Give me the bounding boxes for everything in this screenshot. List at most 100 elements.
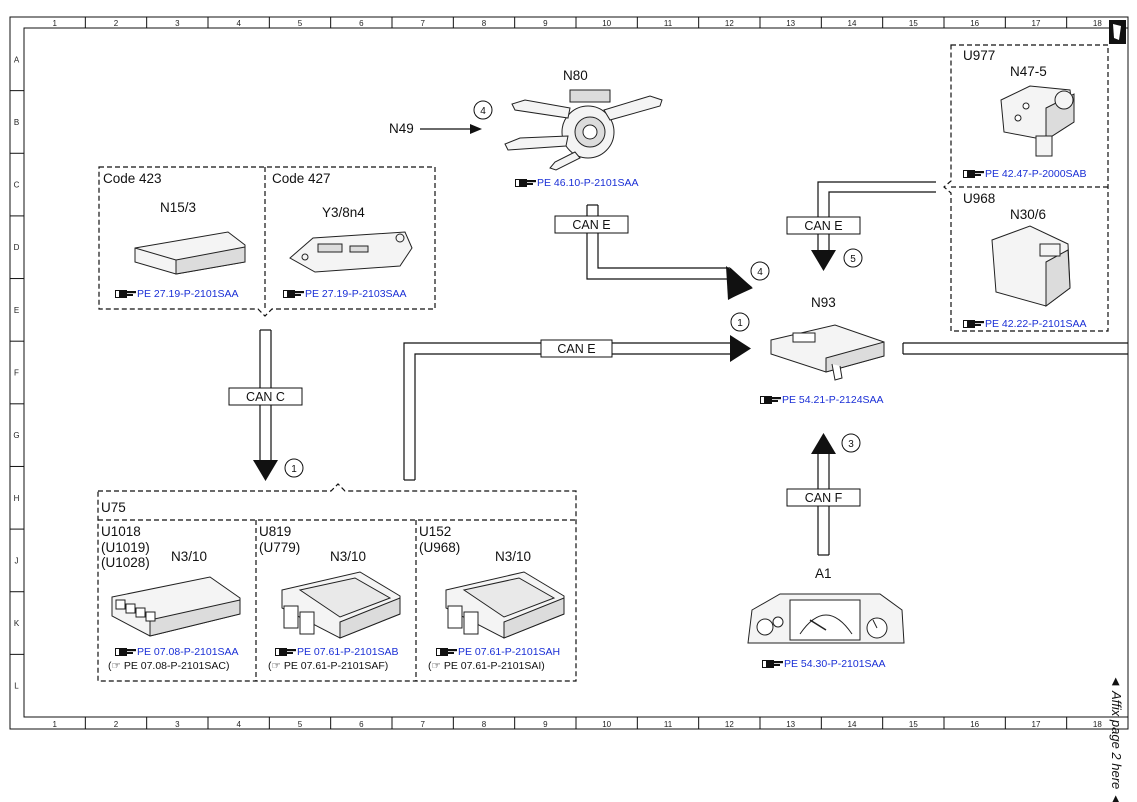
- grid-col-top-12: 12: [725, 19, 734, 28]
- pointing-hand-icon: [963, 170, 984, 178]
- pointing-hand-icon: [515, 179, 536, 187]
- u1019-title: (U1019): [101, 540, 150, 555]
- y3-8n4-label: Y3/8n4: [322, 205, 365, 220]
- svg-text:PE 46.10-P-2101SAA: PE 46.10-P-2101SAA: [537, 177, 639, 189]
- grid-col-bottom-13: 13: [786, 720, 795, 729]
- can-f-bus: CAN F 3: [786, 433, 861, 556]
- grid-col-bottom-3: 3: [175, 720, 180, 729]
- pointing-hand-icon: [760, 396, 781, 404]
- grid-col-bottom-8: 8: [482, 720, 487, 729]
- corner-logo-icon: [1109, 20, 1126, 44]
- can-e-mid-label: CAN E: [557, 342, 595, 356]
- code-423-title: Code 423: [103, 171, 162, 186]
- u152-title: U152: [419, 524, 451, 539]
- n3-10-module-1: [111, 576, 241, 637]
- grid-col-bottom-15: 15: [909, 720, 918, 729]
- grid-col-bottom-18: 18: [1093, 720, 1102, 729]
- n49-label: N49: [389, 121, 414, 136]
- ref-u1018[interactable]: PE 07.08-P-2101SAA: [115, 646, 239, 658]
- grid-col-bottom-14: 14: [848, 720, 857, 729]
- grid-row-K: K: [14, 619, 20, 628]
- svg-text:PE 54.21-P-2124SAA: PE 54.21-P-2124SAA: [782, 394, 884, 406]
- u1028-title: (U1028): [101, 555, 150, 570]
- n47-5-unit: [1000, 85, 1075, 157]
- code-423-427-group: Code 423 N15/3 PE 27.19-P-2101SAA Code 4…: [98, 166, 436, 317]
- svg-text:PE 27.19-P-2103SAA: PE 27.19-P-2103SAA: [305, 288, 407, 300]
- svg-text:PE 42.47-P-2000SAB: PE 42.47-P-2000SAB: [985, 168, 1087, 180]
- n30-6-unit: [991, 225, 1071, 307]
- grid-col-bottom-12: 12: [725, 720, 734, 729]
- marker-4-top: 4: [480, 106, 486, 117]
- ref-u819-alt: (☞ PE 07.61-P-2101SAF): [268, 660, 388, 672]
- grid-col-top-2: 2: [114, 19, 119, 28]
- grid-col-top-13: 13: [786, 19, 795, 28]
- ref-y3-8n4[interactable]: PE 27.19-P-2103SAA: [283, 288, 407, 300]
- ref-u152[interactable]: PE 07.61-P-2101SAH: [436, 646, 560, 658]
- pointing-hand-icon: [115, 648, 136, 656]
- ref-u152-alt: (☞ PE 07.61-P-2101SAI): [428, 660, 545, 672]
- grid-row-H: H: [14, 494, 20, 503]
- grid-col-bottom-10: 10: [602, 720, 611, 729]
- grid-col-top-3: 3: [175, 19, 180, 28]
- u779-title: (U779): [259, 540, 300, 555]
- n3-10-label-2: N3/10: [330, 549, 366, 564]
- can-e-mid-bus: CAN E 1: [403, 312, 751, 481]
- grid-col-bottom-9: 9: [543, 720, 548, 729]
- u75-title: U75: [101, 500, 126, 515]
- grid-col-top-17: 17: [1032, 19, 1041, 28]
- ref-n30-6[interactable]: PE 42.22-P-2101SAA: [963, 318, 1087, 330]
- ref-n47-5[interactable]: PE 42.47-P-2000SAB: [963, 168, 1087, 180]
- svg-text:PE 07.61-P-2101SAH: PE 07.61-P-2101SAH: [458, 646, 560, 658]
- grid-col-top-10: 10: [602, 19, 611, 28]
- y3-8n4-unit: [289, 231, 413, 273]
- pointing-hand-icon: [275, 648, 296, 656]
- ref-n93[interactable]: PE 54.21-P-2124SAA: [760, 394, 884, 406]
- grid-row-J: J: [15, 556, 19, 565]
- grid-col-bottom-5: 5: [298, 720, 303, 729]
- marker-1-mid: 1: [737, 318, 743, 329]
- a1-label: A1: [815, 566, 832, 581]
- u977-u968-group: U977 N47-5 PE 42.47-P-2000SAB U968 N30/6…: [943, 44, 1109, 332]
- u1018-title: U1018: [101, 524, 141, 539]
- can-e-right-label: CAN E: [804, 219, 842, 233]
- marker-1-left: 1: [291, 464, 297, 475]
- n80-label: N80: [563, 68, 588, 83]
- svg-text:PE 07.08-P-2101SAA: PE 07.08-P-2101SAA: [137, 646, 239, 658]
- grid-col-top-5: 5: [298, 19, 303, 28]
- n15-3-label: N15/3: [160, 200, 196, 215]
- grid-col-bottom-17: 17: [1032, 720, 1041, 729]
- ref-n15-3[interactable]: PE 27.19-P-2101SAA: [115, 288, 239, 300]
- can-c-bus: CAN C 1: [228, 329, 304, 481]
- affix-page-note: ◄ Affix page 2 here ◄: [1109, 675, 1124, 802]
- grid-col-top-15: 15: [909, 19, 918, 28]
- grid-row-D: D: [14, 243, 20, 252]
- n80-switch-assembly: [504, 89, 663, 171]
- ref-u819[interactable]: PE 07.61-P-2101SAB: [275, 646, 399, 658]
- marker-3: 3: [848, 439, 854, 450]
- ref-a1[interactable]: PE 54.30-P-2101SAA: [762, 658, 886, 670]
- grid-col-bottom-6: 6: [359, 720, 364, 729]
- grid-col-bottom-1: 1: [52, 720, 57, 729]
- n93-label: N93: [811, 295, 836, 310]
- pointing-hand-icon: [963, 320, 984, 328]
- svg-text:PE 07.61-P-2101SAB: PE 07.61-P-2101SAB: [297, 646, 399, 658]
- n80-group: N80 PE 46.10-P-2101SAA N49 4: [389, 68, 663, 189]
- u968-title: U968: [963, 191, 995, 206]
- pointing-hand-icon: [283, 290, 304, 298]
- grid-col-top-7: 7: [420, 19, 425, 28]
- grid-col-top-11: 11: [664, 19, 673, 28]
- code-427-title: Code 427: [272, 171, 331, 186]
- grid-row-A: A: [14, 55, 20, 64]
- grid-col-top-14: 14: [848, 19, 857, 28]
- grid-col-top-18: 18: [1093, 19, 1102, 28]
- n3-10-module-2: [281, 571, 401, 639]
- n30-6-label: N30/6: [1010, 207, 1046, 222]
- u75-group: U75 U1018 (U1019) (U1028) N3/10 PE 07.08…: [97, 483, 577, 682]
- grid-col-top-9: 9: [543, 19, 548, 28]
- ref-n80[interactable]: PE 46.10-P-2101SAA: [515, 177, 639, 189]
- grid-col-bottom-11: 11: [664, 720, 673, 729]
- grid-col-top-1: 1: [52, 19, 57, 28]
- grid-row-E: E: [14, 306, 19, 315]
- u977-title: U977: [963, 48, 995, 63]
